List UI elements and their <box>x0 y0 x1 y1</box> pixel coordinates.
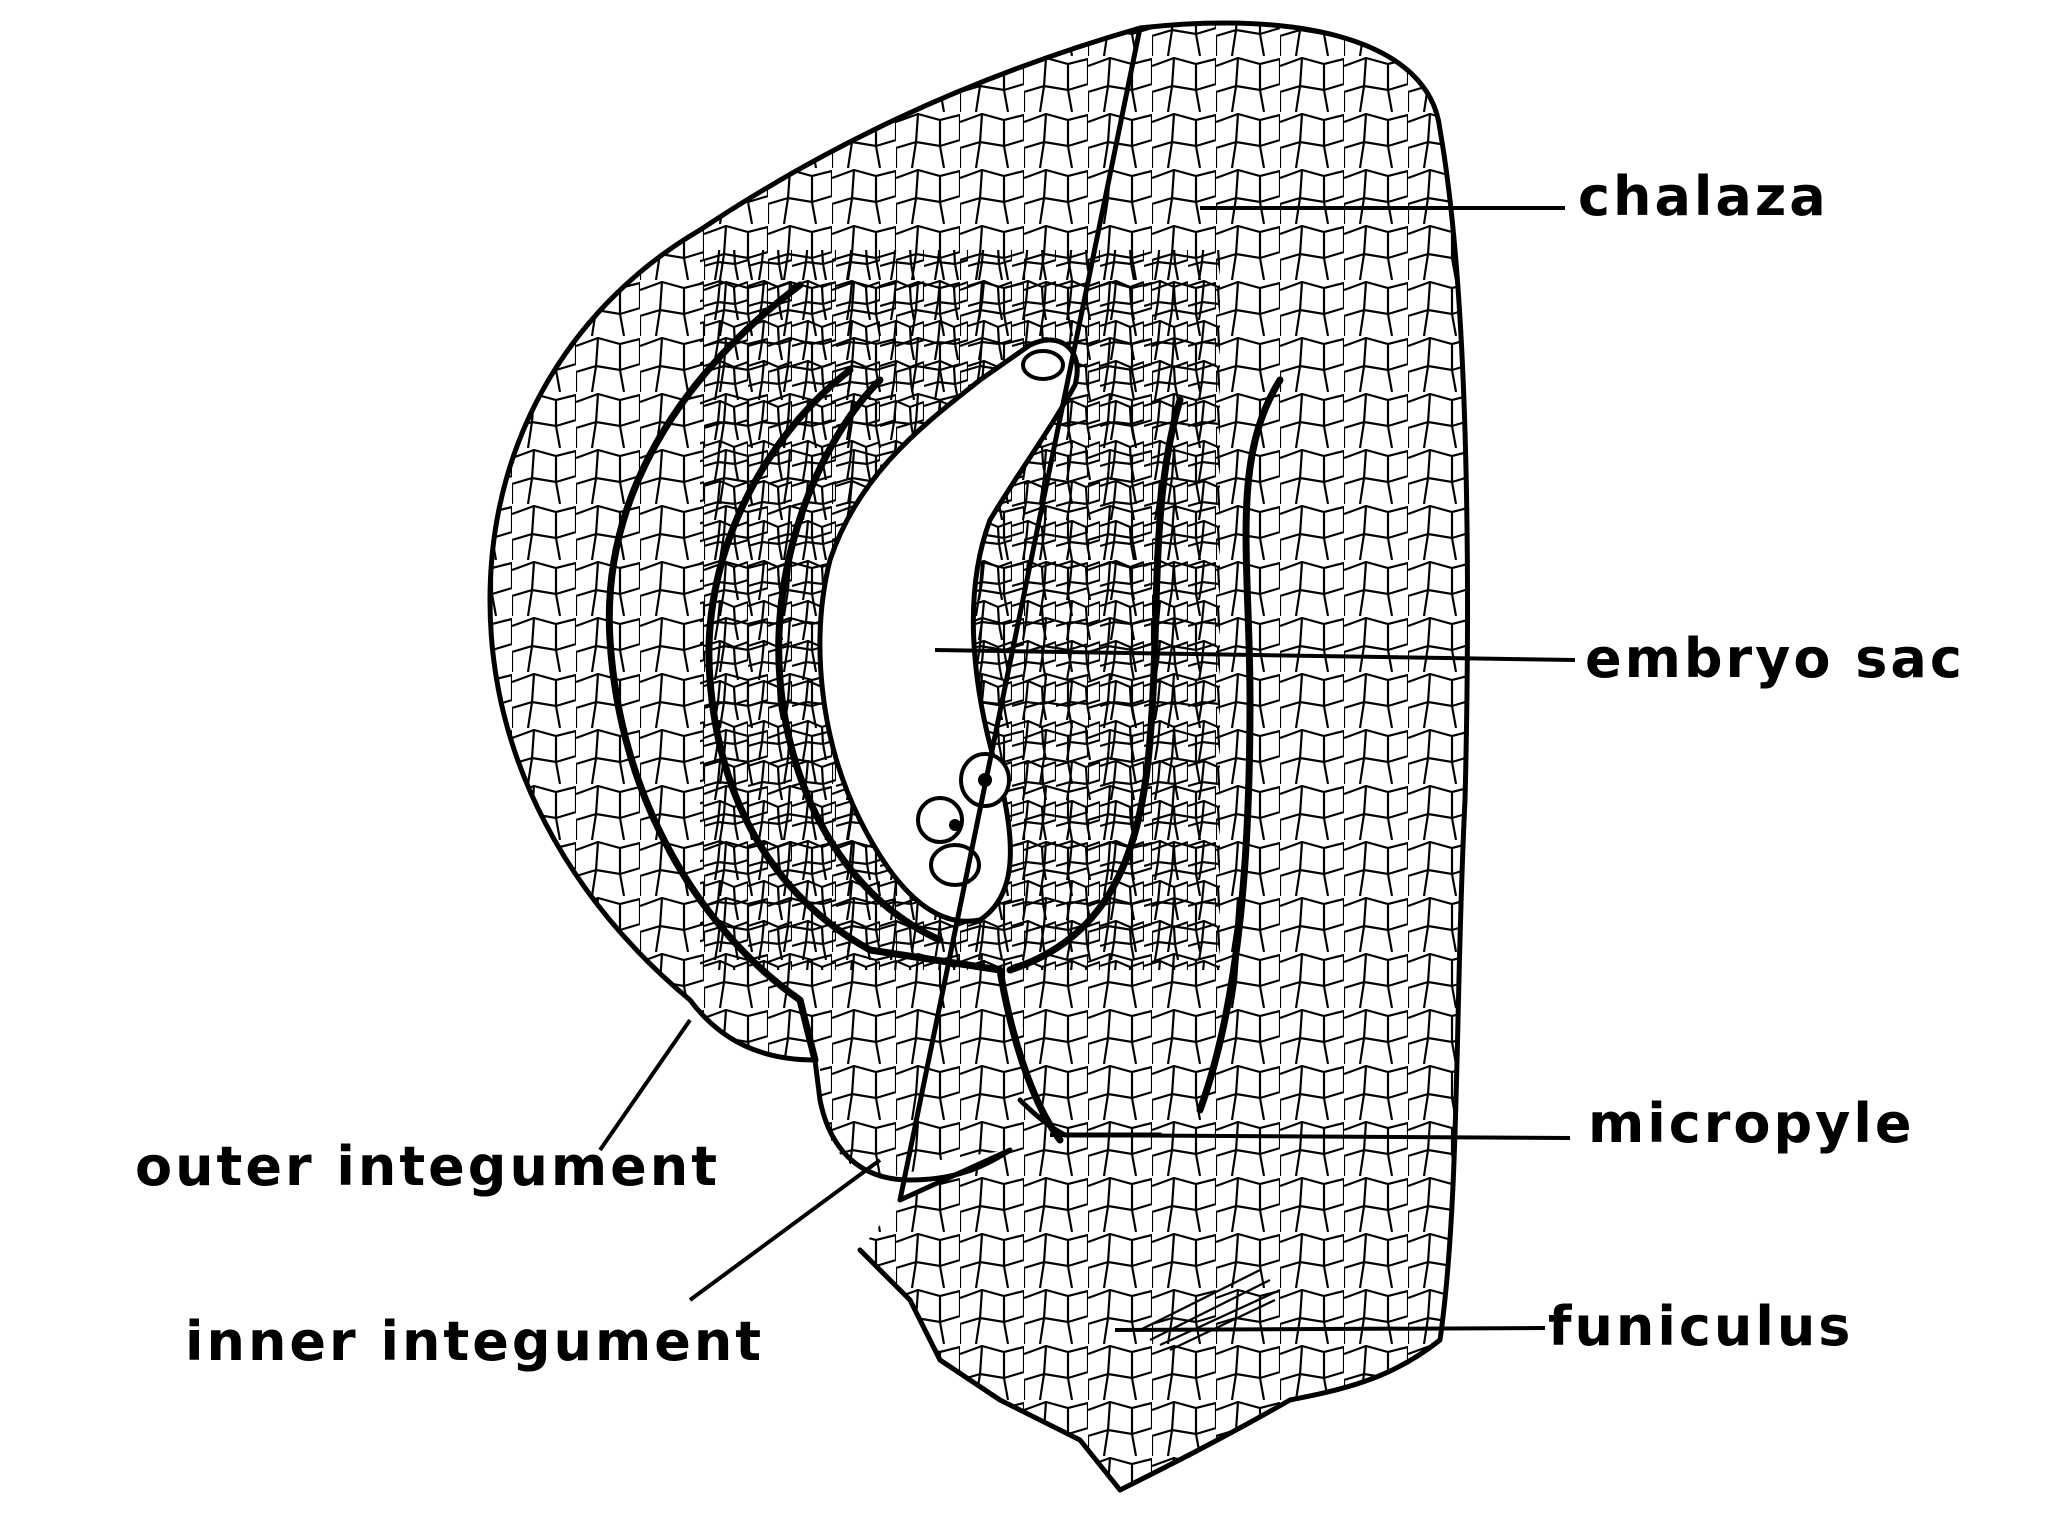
label-funiculus: funiculus <box>1548 1295 1853 1358</box>
label-micropyle: micropyle <box>1588 1092 1915 1155</box>
label-outer-integument: outer integument <box>135 1135 720 1198</box>
label-inner-integument: inner integument <box>185 1310 764 1373</box>
label-chalaza: chalaza <box>1578 165 1829 228</box>
label-embryo-sac: embryo sac <box>1585 627 1965 690</box>
leader-funiculus <box>1115 1328 1545 1330</box>
leader-outer-integument <box>600 1020 690 1150</box>
